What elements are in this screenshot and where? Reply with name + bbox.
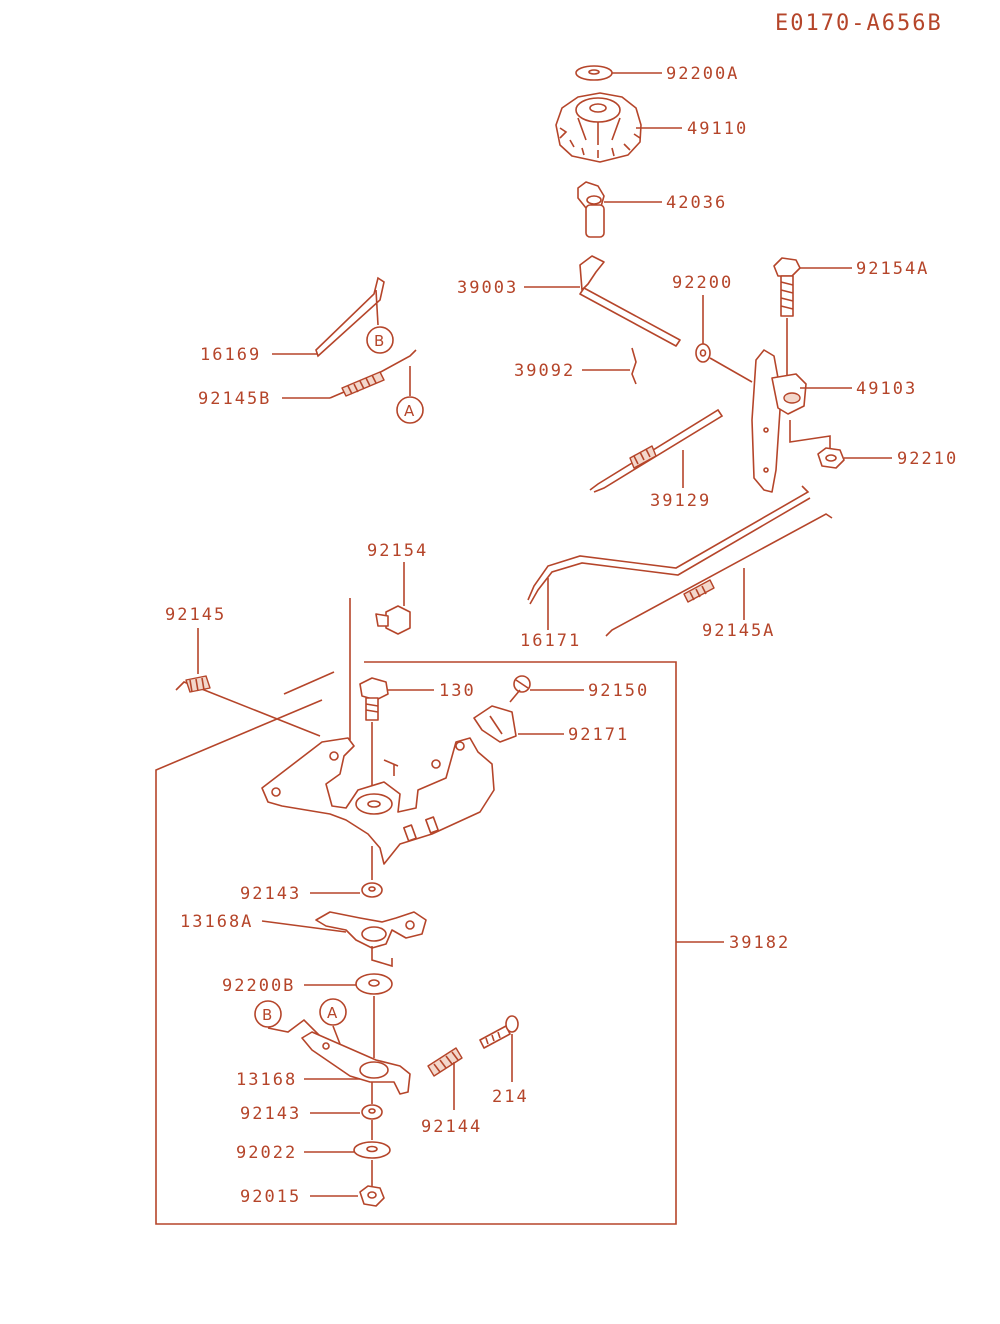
governor-lever-49103 — [751, 349, 807, 493]
label-92145B: 92145B — [198, 389, 271, 409]
lever-13168A — [315, 911, 427, 949]
washer-92022 — [353, 1141, 391, 1159]
label-13168: 13168 — [236, 1070, 297, 1090]
svg-text:A: A — [327, 1004, 338, 1022]
label-92200: 92200 — [672, 273, 733, 293]
label-92154: 92154 — [367, 541, 428, 561]
control-plate — [261, 737, 495, 865]
label-92200A: 92200A — [666, 64, 739, 84]
diagram-code: E0170-A656B — [775, 11, 943, 36]
nut-92015 — [359, 1185, 385, 1207]
label-42036: 42036 — [666, 193, 727, 213]
label-16169: 16169 — [200, 345, 261, 365]
bolt-130 — [359, 677, 389, 721]
washer-92200 — [695, 343, 711, 363]
spring-39129 — [589, 408, 724, 493]
svg-text:B: B — [262, 1006, 272, 1024]
link-rod-16171 — [527, 485, 811, 605]
label-39003: 39003 — [457, 278, 518, 298]
label-92145A: 92145A — [702, 621, 775, 641]
label-92200B: 92200B — [222, 976, 295, 996]
marker-A-bottom: A — [319, 998, 347, 1045]
label-92210: 92210 — [897, 449, 958, 469]
label-16171: 16171 — [520, 631, 581, 651]
label-39129: 39129 — [650, 491, 711, 511]
bolt-92154A — [773, 257, 801, 317]
link-rod-16169 — [315, 276, 385, 358]
clamp-92171 — [473, 705, 517, 743]
spring-92145 — [175, 675, 321, 737]
spring-92145A — [605, 513, 833, 637]
pin-39092 — [631, 347, 637, 385]
governor-shaft-39003 — [579, 255, 681, 347]
label-92145: 92145 — [165, 605, 226, 625]
label-92171: 92171 — [568, 725, 629, 745]
governor-shaft-sleeve-42036 — [577, 181, 605, 238]
label-92022: 92022 — [236, 1143, 297, 1163]
marker-A-top: A — [396, 366, 424, 424]
lever-13168 — [301, 1031, 411, 1095]
label-92143-upper: 92143 — [240, 884, 301, 904]
svg-text:A: A — [404, 402, 415, 420]
assembly-bracket-39182 — [155, 598, 677, 1225]
label-92143-lower: 92143 — [240, 1104, 301, 1124]
label-92150: 92150 — [588, 681, 649, 701]
label-92015: 92015 — [240, 1187, 301, 1207]
label-39092: 39092 — [514, 361, 575, 381]
label-49110: 49110 — [687, 119, 748, 139]
label-214: 214 — [492, 1087, 529, 1107]
spring-92144 — [427, 1047, 463, 1077]
label-13168A: 13168A — [180, 912, 253, 932]
label-92144: 92144 — [421, 1117, 482, 1137]
label-39182: 39182 — [729, 933, 790, 953]
washer-92143-lower — [361, 1104, 383, 1120]
washer-92200B — [355, 973, 393, 995]
label-130: 130 — [439, 681, 476, 701]
bolt-92154 — [375, 605, 411, 635]
nut-92210 — [817, 447, 845, 469]
label-49103: 49103 — [856, 379, 917, 399]
washer-92143-upper — [361, 882, 383, 898]
svg-text:B: B — [374, 332, 384, 350]
marker-B-bottom: B — [254, 1000, 325, 1041]
label-92154A: 92154A — [856, 259, 929, 279]
washer-92200A — [575, 65, 613, 81]
marker-B-top: B — [366, 289, 394, 354]
governor-gear-49110 — [555, 92, 642, 163]
adjusting-screw-214 — [479, 1015, 519, 1049]
screw-92150 — [509, 675, 531, 703]
spring-92145B — [329, 349, 417, 399]
